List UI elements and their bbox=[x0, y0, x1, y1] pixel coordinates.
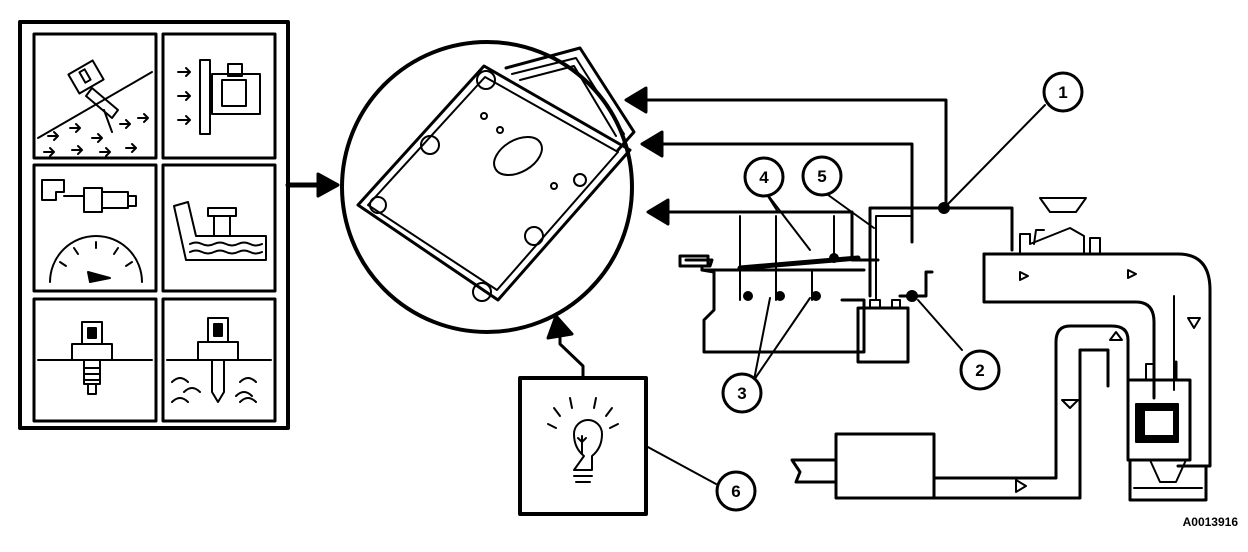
ecu-module bbox=[340, 40, 636, 334]
fuel-tank-sender-icon bbox=[173, 201, 267, 261]
warning-lamp-icon bbox=[547, 397, 619, 483]
svg-text:6: 6 bbox=[731, 482, 740, 501]
callout-leaders bbox=[645, 104, 1046, 485]
svg-text:1: 1 bbox=[1058, 83, 1067, 102]
svg-text:3: 3 bbox=[737, 384, 746, 403]
coolant-temperature-sensor-icon bbox=[166, 317, 272, 403]
svg-text:4: 4 bbox=[759, 168, 769, 187]
signal-arrows bbox=[546, 86, 948, 380]
svg-text:5: 5 bbox=[817, 167, 826, 186]
callout-1: 1 bbox=[1042, 71, 1084, 113]
evap-canister bbox=[856, 202, 1014, 364]
fuel-injector-harness bbox=[678, 215, 866, 354]
svg-text:2: 2 bbox=[975, 361, 984, 380]
mass-airflow-sensor-icon bbox=[177, 59, 261, 135]
engine-block bbox=[1126, 360, 1208, 502]
callout-3: 3 bbox=[721, 372, 763, 414]
panel-to-ecu-arrow bbox=[285, 172, 340, 198]
callout-6: 6 bbox=[715, 470, 757, 512]
oil-pressure-gauge-icon bbox=[41, 179, 143, 283]
intake-manifold bbox=[982, 197, 1212, 468]
callout-4: 4 bbox=[743, 156, 785, 198]
sensor-panel bbox=[18, 20, 290, 430]
callout-2: 2 bbox=[959, 349, 1001, 391]
air-temperature-sensor-icon bbox=[37, 59, 153, 157]
callout-5: 5 bbox=[801, 155, 843, 197]
switch-sensor-icon bbox=[37, 321, 153, 395]
figure-id: A0013916 bbox=[1183, 515, 1239, 529]
exhaust-system bbox=[790, 324, 1130, 500]
